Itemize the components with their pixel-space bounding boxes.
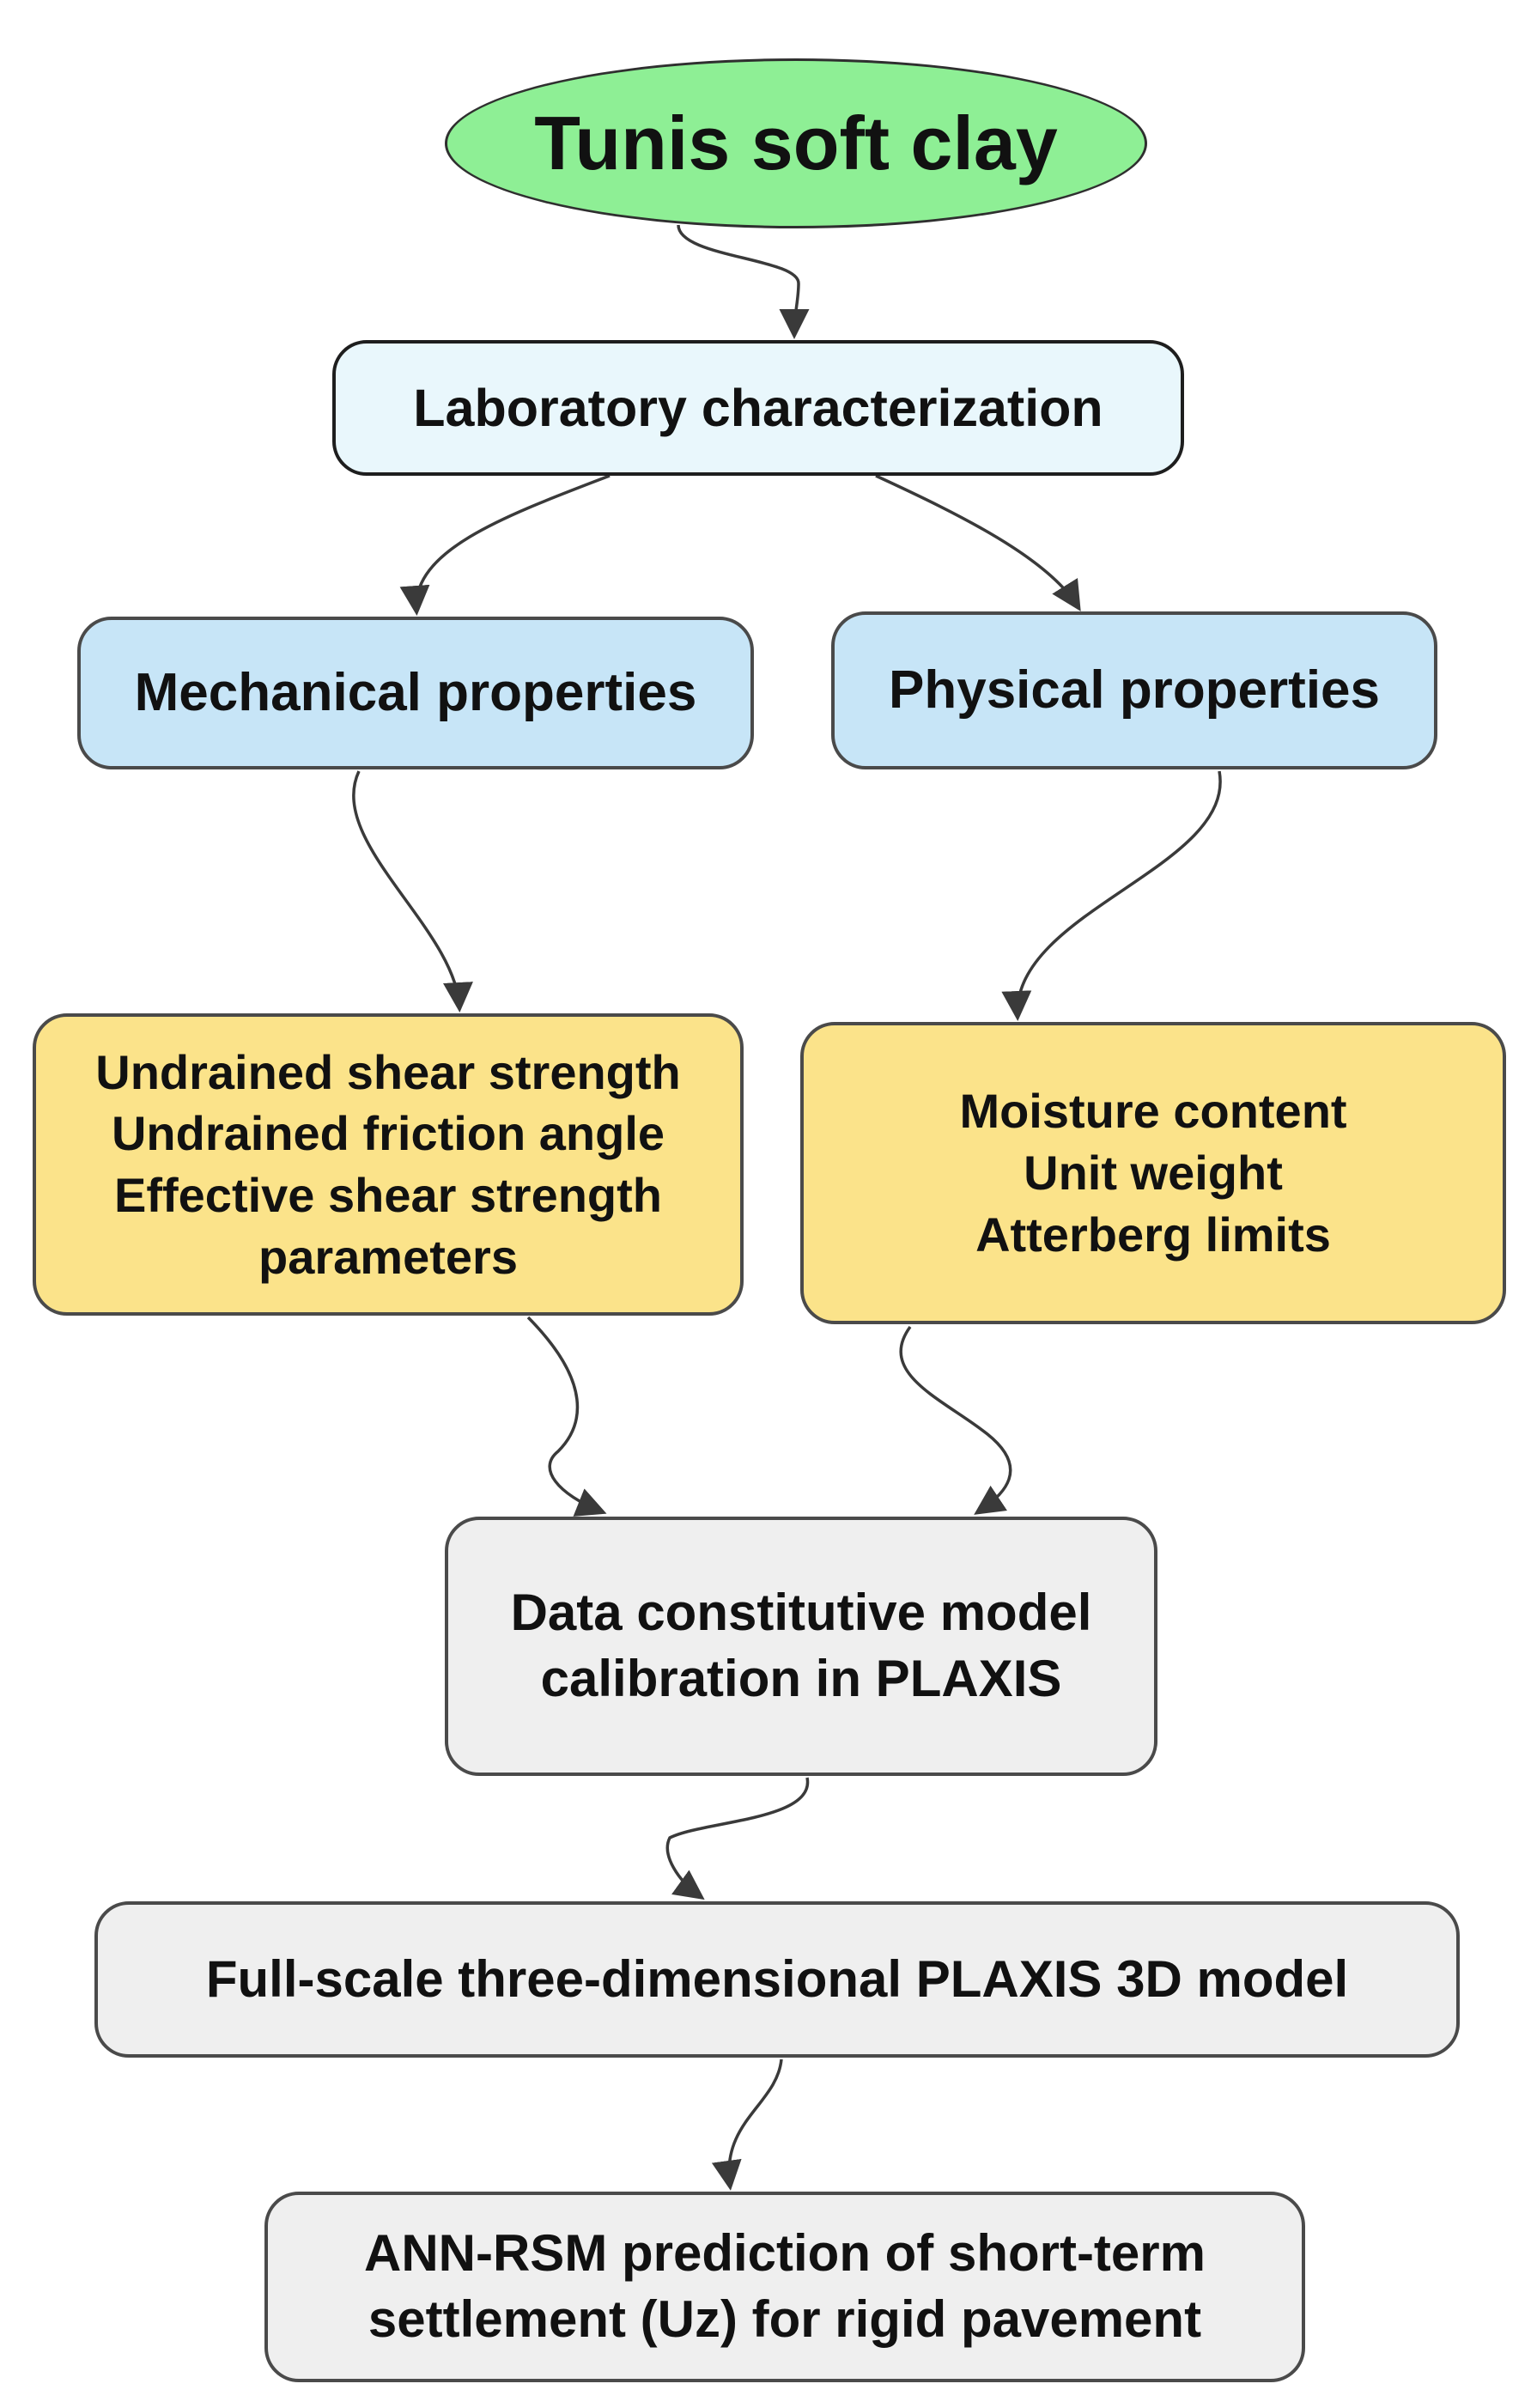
connector-arrow-calibration-to-model3d: [665, 1777, 810, 1900]
ann-rsm-prediction-line: settlement (Uz) for rigid pavement: [368, 2290, 1202, 2348]
physical-properties-node: Physical properties: [831, 611, 1437, 769]
physical-parameter-line: Atterberg limits: [975, 1207, 1331, 1262]
mechanical-parameter-line: parameters: [258, 1229, 518, 1284]
mechanical-parameters-node: Undrained shear strength Undrained frict…: [33, 1013, 744, 1316]
laboratory-characterization-label: Laboratory characterization: [413, 378, 1103, 437]
connector-arrow-lab-to-physical: [875, 474, 1081, 611]
plaxis-3d-model-node: Full-scale three-dimensional PLAXIS 3D m…: [94, 1901, 1460, 2058]
connector-arrow-model3d-to-prediction: [711, 2058, 783, 2191]
start-node-label: Tunis soft clay: [534, 100, 1058, 185]
connector-arrow-start-to-lab: [677, 224, 810, 339]
mechanical-parameter-line: Undrained shear strength: [95, 1044, 681, 1099]
plaxis-3d-model-label: Full-scale three-dimensional PLAXIS 3D m…: [205, 1949, 1349, 2008]
physical-properties-label: Physical properties: [888, 660, 1381, 721]
model-calibration-line: Data constitutive model: [510, 1584, 1092, 1642]
model-calibration-line: calibration in PLAXIS: [540, 1650, 1062, 1707]
mechanical-properties-label: Mechanical properties: [134, 663, 697, 723]
connector-arrow-physical-params-to-calibration: [899, 1325, 1012, 1515]
connector-arrow-physical-to-physical-params: [1001, 770, 1222, 1021]
mechanical-parameter-line: Effective shear strength: [114, 1168, 662, 1222]
model-calibration-node: Data constitutive model calibration in P…: [445, 1517, 1157, 1776]
connector-arrow-mechanical-to-mechanical-params: [352, 770, 473, 1012]
physical-parameters-node: Moisture content Unit weight Atterberg l…: [800, 1022, 1506, 1324]
mechanical-parameter-line: Undrained friction angle: [111, 1106, 665, 1161]
start-node-tunis-soft-clay: Tunis soft clay: [445, 58, 1147, 228]
physical-parameter-line: Moisture content: [959, 1084, 1347, 1139]
mechanical-properties-node: Mechanical properties: [77, 617, 754, 769]
ann-rsm-prediction-node: ANN-RSM prediction of short-term settlem…: [264, 2192, 1305, 2382]
connector-arrow-lab-to-mechanical: [399, 474, 611, 616]
ann-rsm-prediction-line: ANN-RSM prediction of short-term: [364, 2224, 1206, 2283]
connector-arrow-mechanical-params-to-calibration: [526, 1316, 607, 1517]
laboratory-characterization-node: Laboratory characterization: [332, 340, 1184, 476]
physical-parameter-line: Unit weight: [1024, 1146, 1283, 1201]
